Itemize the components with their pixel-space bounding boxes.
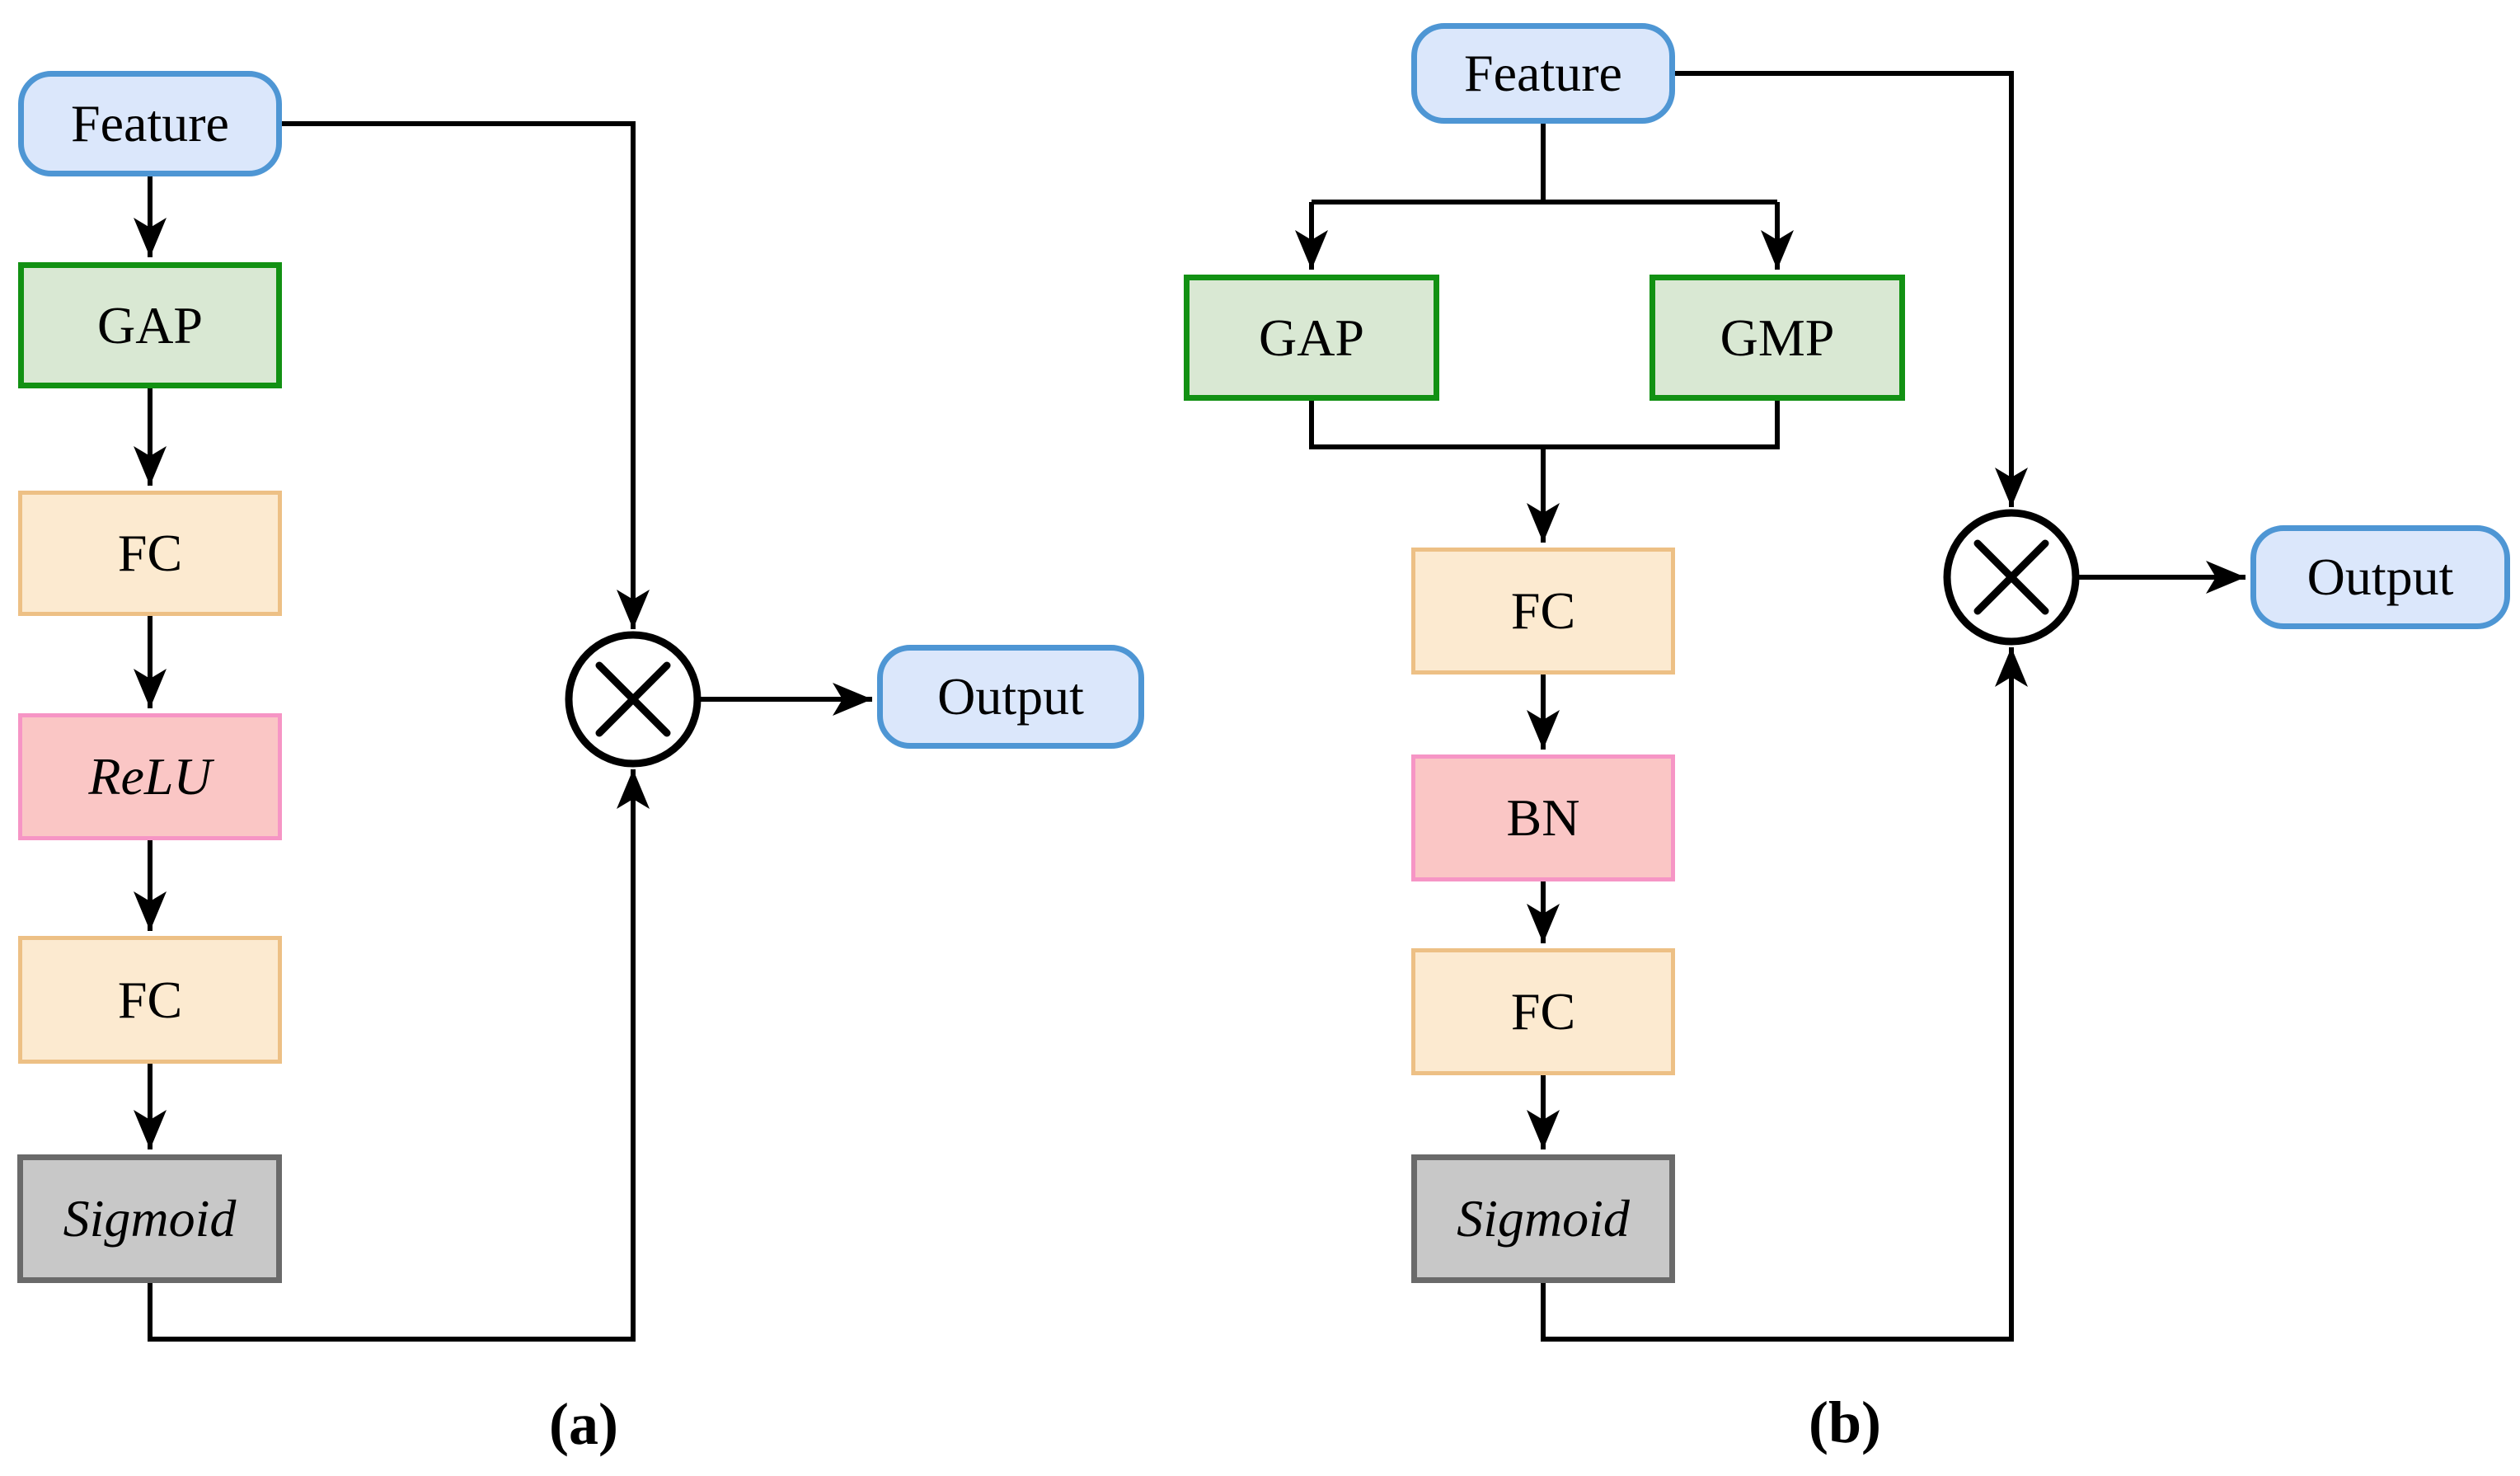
edge-a-feature-multiply <box>282 121 650 629</box>
node-relu-a: ReLU <box>18 713 282 840</box>
edge-b-pool-merge <box>1309 401 1780 449</box>
node-gap-b: GAP <box>1184 275 1439 401</box>
node-gap-a: GAP <box>18 262 282 388</box>
node-fc2-b-label: FC <box>1510 982 1576 1041</box>
caption-a: (a) <box>549 1391 618 1457</box>
node-fc1-b-label: FC <box>1510 581 1576 640</box>
node-sigmoid-b-label: Sigmoid <box>1457 1189 1630 1248</box>
node-feature-b-label: Feature <box>1464 44 1622 102</box>
multiply-node-a <box>565 631 702 768</box>
edge-b-sigmoid-multiply <box>1541 647 2028 1342</box>
node-gap-b-label: GAP <box>1258 308 1365 367</box>
node-output-a-label: Output <box>937 667 1084 726</box>
node-fc1-a: FC <box>18 491 282 616</box>
node-feature-b: Feature <box>1411 23 1675 124</box>
node-sigmoid-b: Sigmoid <box>1411 1154 1675 1283</box>
node-gmp-b-label: GMP <box>1720 308 1835 367</box>
edge-b-feature-multiply <box>1675 71 2028 507</box>
node-bn-b: BN <box>1411 754 1675 881</box>
multiply-x-stroke <box>1973 539 2049 615</box>
node-feature-a-label: Feature <box>71 94 229 153</box>
edge-a-sigmoid-multiply <box>148 769 650 1342</box>
node-gap-a-label: GAP <box>96 295 204 355</box>
panel-a-wires <box>134 121 872 1342</box>
node-output-b: Output <box>2250 525 2510 629</box>
multiply-x-stroke <box>595 661 671 737</box>
node-gmp-b: GMP <box>1649 275 1905 401</box>
node-fc2-a: FC <box>18 936 282 1064</box>
node-fc2-a-label: FC <box>117 970 183 1029</box>
node-fc2-b: FC <box>1411 948 1675 1075</box>
node-output-b-label: Output <box>2306 548 2454 606</box>
node-feature-a: Feature <box>18 71 282 176</box>
caption-b: (b) <box>1809 1389 1881 1455</box>
node-bn-b-label: BN <box>1506 788 1580 847</box>
node-output-a: Output <box>877 645 1144 749</box>
panel-b-wires <box>1295 71 2245 1342</box>
node-sigmoid-a-label: Sigmoid <box>63 1189 237 1248</box>
edge-b-feature-split <box>1312 124 1777 204</box>
node-fc1-a-label: FC <box>117 524 183 582</box>
multiply-node-b <box>1943 509 2080 646</box>
node-relu-a-label: ReLU <box>88 747 212 806</box>
node-fc1-b: FC <box>1411 548 1675 675</box>
node-sigmoid-a: Sigmoid <box>17 1154 282 1283</box>
